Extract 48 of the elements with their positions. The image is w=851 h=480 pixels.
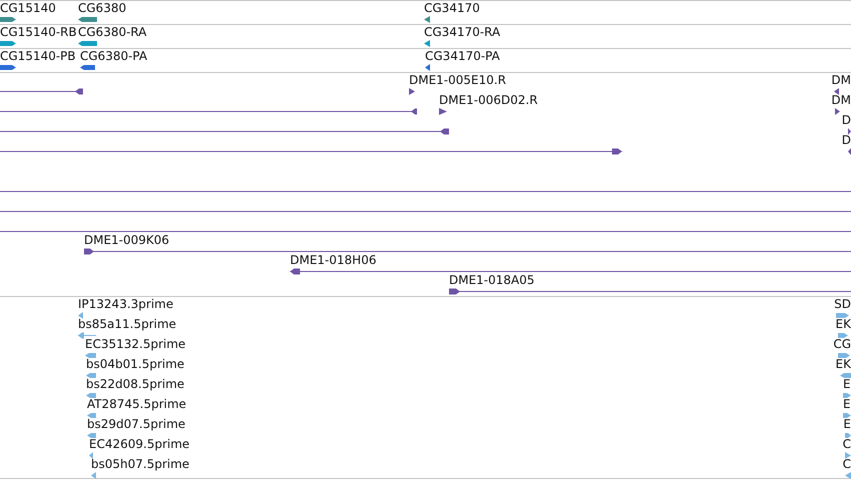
feature-label: CG15140 [0, 2, 56, 14]
feature-glyph [0, 128, 449, 135]
feature-label: DME1-006D02.R [439, 94, 538, 106]
feature-label: C [842, 458, 851, 470]
feature-label: DM [831, 74, 851, 86]
feature-label: E [843, 398, 851, 410]
track-band [0, 72, 851, 296]
feature-line [0, 228, 851, 235]
feature-label: bs22d08.5prime [86, 378, 184, 390]
feature-glyph [0, 148, 622, 155]
feature-label: CG34170-PA [425, 50, 500, 62]
feature-label: EK [836, 358, 851, 370]
feature-label: bs29d07.5prime [87, 418, 186, 430]
feature-label: CG34170 [424, 2, 480, 14]
feature-label: AT28745.5prime [87, 398, 186, 410]
feature-label: bs85a11.5prime [78, 318, 176, 330]
track-band [0, 48, 851, 72]
feature-label: IP13243.3prime [78, 298, 174, 310]
track-band [0, 296, 851, 479]
feature-line [0, 188, 851, 195]
feature-line [0, 208, 851, 215]
feature-label: DME1-009K06 [84, 234, 170, 246]
feature-label: C [842, 438, 851, 450]
feature-label: E [843, 418, 851, 430]
feature-label: bs04b01.5prime [86, 358, 184, 370]
feature-label: EC42609.5prime [89, 438, 190, 450]
feature-label: CG6380-RA [78, 26, 147, 38]
feature-label: EK [836, 318, 851, 330]
feature-label: CG [833, 338, 851, 350]
feature-label: CG15140-RB [0, 26, 77, 38]
feature-label: DME1-018H06 [290, 254, 376, 266]
feature-label: EC35132.5prime [85, 338, 186, 350]
feature-label: bs05h07.5prime [91, 458, 190, 470]
feature-label: E [843, 378, 851, 390]
track-band [0, 0, 851, 24]
feature-label: D [842, 134, 851, 146]
feature-label: CG6380-PA [80, 50, 148, 62]
feature-label: CG6380 [78, 2, 126, 14]
track-band [0, 24, 851, 48]
feature-glyph [0, 108, 417, 115]
feature-label: DME1-005E10.R [409, 74, 506, 86]
feature-label: D [842, 114, 851, 126]
feature-label: CG34170-RA [424, 26, 500, 38]
feature-label: SD [834, 298, 851, 310]
feature-label: DME1-018A05 [449, 274, 535, 286]
feature-label: DM [831, 94, 851, 106]
feature-label: CG15140-PB [0, 50, 76, 62]
feature-glyph [0, 88, 83, 95]
